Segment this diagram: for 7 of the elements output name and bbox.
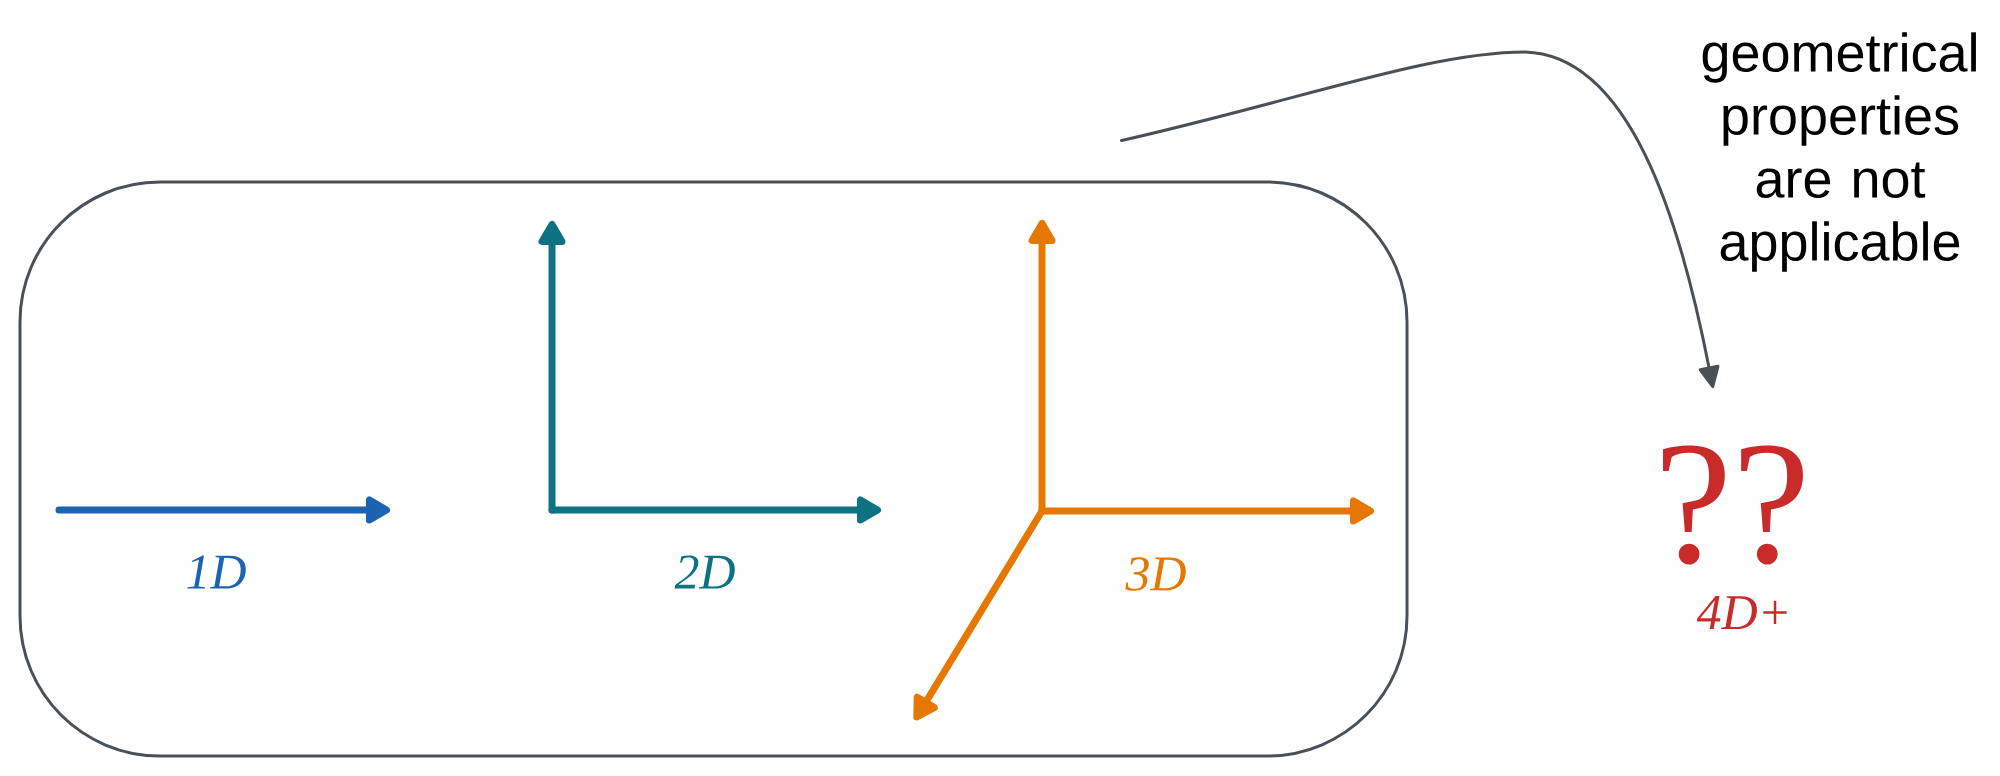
question-marks: ?? <box>1663 445 1803 565</box>
edge-label: geometrical properties are not applicable <box>1702 32 1976 272</box>
dimension-label: 2D <box>674 555 735 589</box>
dimension-label: 1D <box>187 555 246 589</box>
dimension-label: 3D <box>1125 557 1186 591</box>
dimension-label: 4D+ <box>1696 596 1787 630</box>
curved-arrow <box>1120 50 1720 389</box>
